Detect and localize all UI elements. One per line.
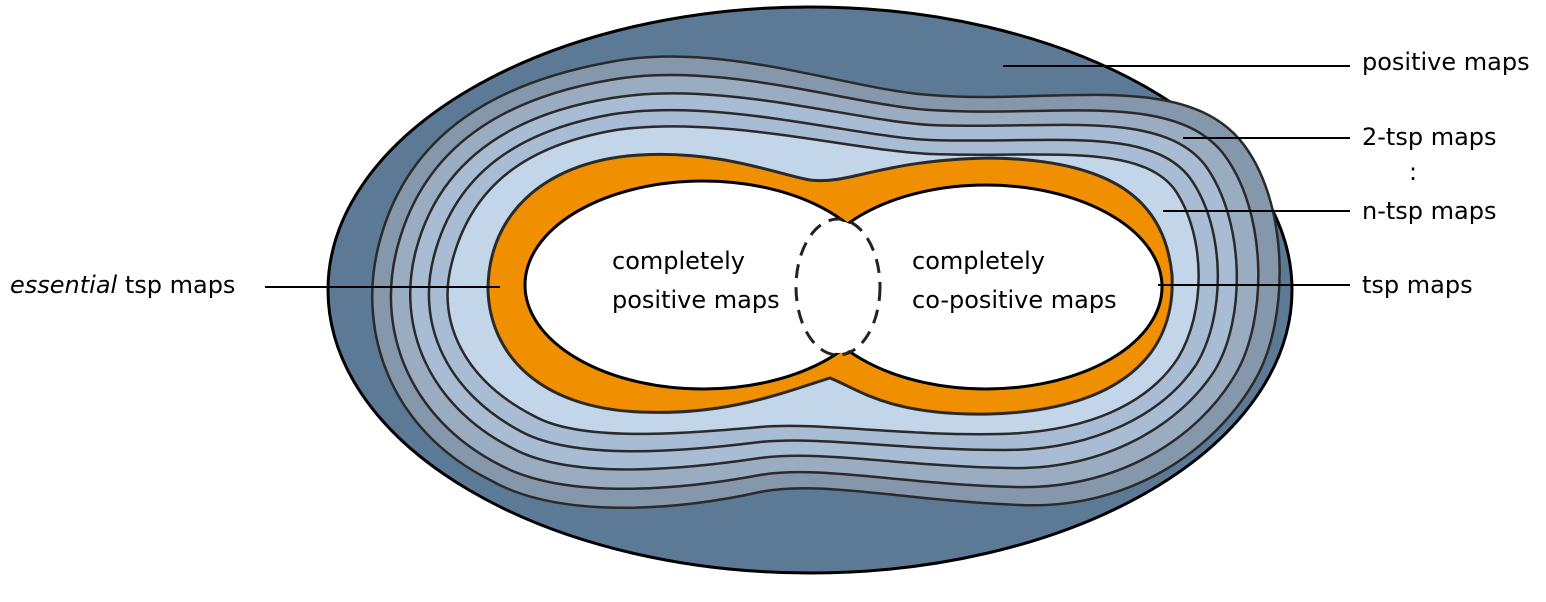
overlap-fill: [798, 221, 878, 353]
label-essential-tsp-maps: essential tsp maps: [10, 271, 235, 299]
label-cp-line2: positive maps: [612, 286, 780, 314]
label-2-tsp-maps: 2-tsp maps: [1362, 123, 1497, 151]
label-n-tsp-maps: n-tsp maps: [1362, 197, 1496, 225]
label-ccp-line1: completely: [912, 247, 1045, 275]
label-tsp-maps: tsp maps: [1362, 271, 1473, 299]
label-essential-word: essential: [10, 271, 118, 299]
label-ellipsis: :: [1409, 158, 1417, 186]
label-ccp-line2: co-positive maps: [912, 286, 1117, 314]
label-positive-maps: positive maps: [1362, 48, 1530, 76]
label-essential-suffix: tsp maps: [117, 271, 235, 299]
intersection-dashed-circle: [794, 217, 882, 357]
label-cp-line1: completely: [612, 247, 745, 275]
